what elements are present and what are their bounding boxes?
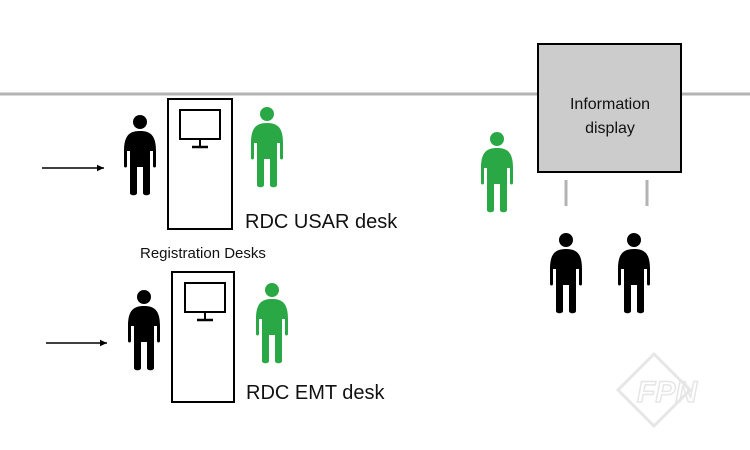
person-icon: [124, 115, 156, 196]
monitor-icon: [179, 109, 221, 149]
person-icon: [481, 132, 513, 213]
person-icon: [550, 233, 582, 314]
fpn-watermark-logo: FPN: [615, 351, 699, 429]
monitor-icon: [184, 282, 226, 322]
person-icon: [251, 107, 283, 188]
person-icon: [128, 290, 160, 371]
information-display: Information display: [537, 43, 682, 206]
emt-desk: RDC EMT desk: [46, 271, 386, 404]
person-icon: [256, 283, 288, 364]
usar-desk-label: RDC USAR desk: [245, 211, 398, 233]
information-display-label-line1: Information: [570, 96, 650, 113]
watermark-text: FPN: [637, 376, 698, 409]
person-icon: [618, 233, 650, 314]
information-display-panel: [537, 43, 682, 173]
usar-desk: RDC USAR desk: [42, 98, 398, 233]
information-display-label-line2: display: [585, 120, 635, 137]
emt-desk-label: RDC EMT desk: [246, 382, 386, 404]
registration-desks-label: Registration Desks: [140, 245, 266, 262]
